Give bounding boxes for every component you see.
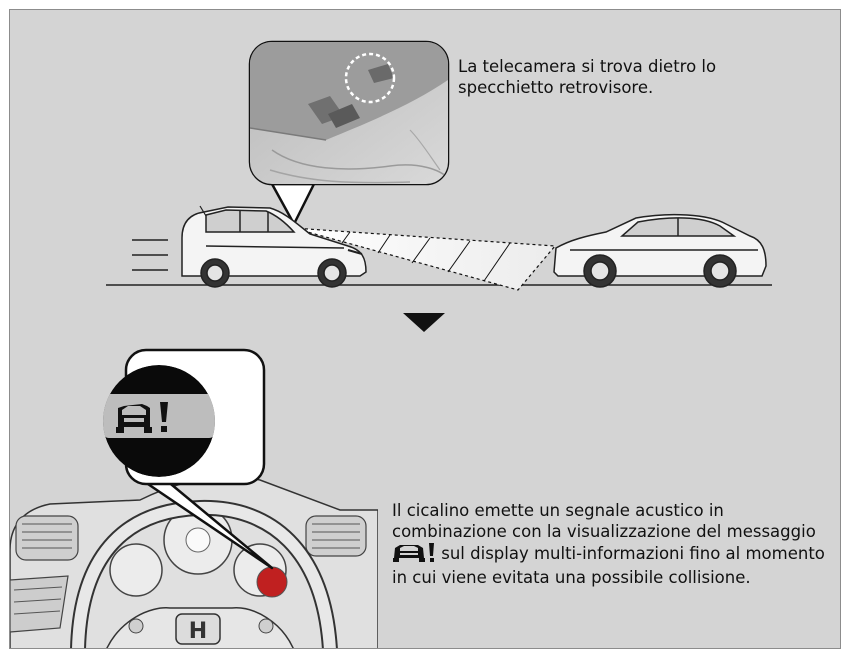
illustration: H	[10, 40, 772, 648]
warning-callout	[103, 348, 274, 570]
caption-text-end: sul display multi-informazioni fino al m…	[392, 544, 825, 587]
dashboard	[10, 476, 378, 648]
down-arrow-icon	[403, 313, 445, 332]
own-car	[181, 205, 367, 288]
beep-caption: Il cicalino emette un segnale acustico i…	[392, 500, 832, 588]
camera-callout	[248, 40, 450, 226]
inline-icon-wrapper	[392, 542, 436, 567]
figure-panel: H La telecamera si trova dietro lo specc…	[9, 9, 841, 649]
warning-light	[256, 566, 288, 598]
motion-lines	[132, 239, 168, 271]
vehicle-warning-icon	[393, 543, 434, 562]
car-ahead	[553, 213, 767, 288]
car-warning-icon	[116, 402, 168, 433]
steering-emblem: H	[189, 619, 207, 644]
camera-caption: La telecamera si trova dietro lo specchi…	[458, 57, 717, 97]
caption-text-start: Il cicalino emette un segnale acustico i…	[392, 501, 816, 541]
